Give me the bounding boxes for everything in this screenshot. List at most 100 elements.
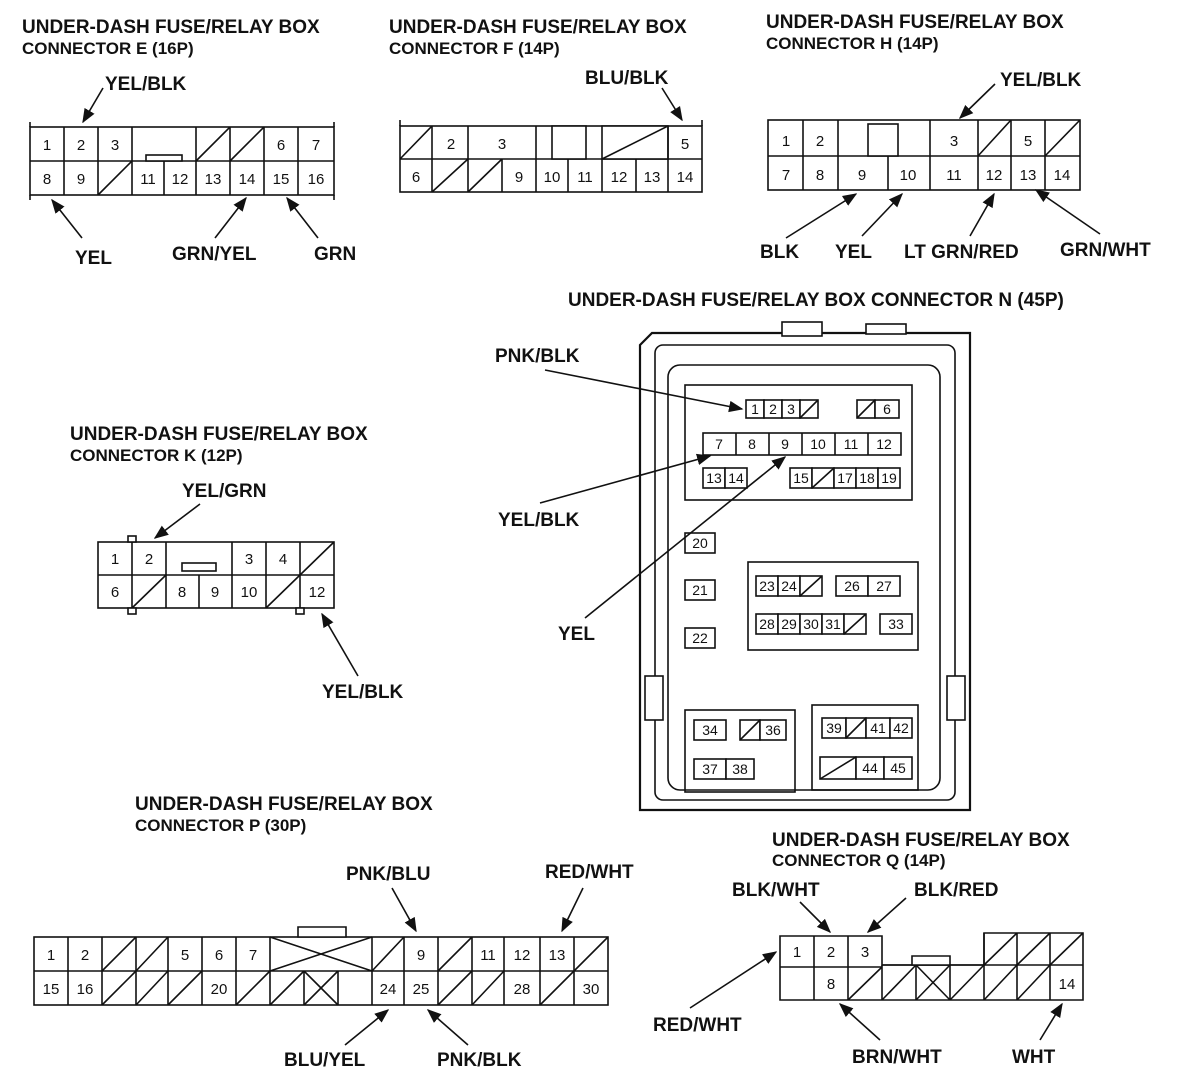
connector-n-title: UNDER-DASH FUSE/RELAY BOX CONNECTOR N (4…: [568, 290, 1064, 311]
connector-n: UNDER-DASH FUSE/RELAY BOX CONNECTOR N (4…: [495, 290, 1064, 812]
wire-n-yel: YEL: [558, 624, 595, 645]
pin-n-26: 26: [844, 578, 860, 594]
pin-k-12: 12: [309, 584, 326, 601]
pin-p-1: 1: [47, 947, 55, 964]
connector-p-title-line1: UNDER-DASH FUSE/RELAY BOX: [135, 794, 433, 815]
pin-e-1: 1: [43, 137, 51, 154]
pin-n-6: 6: [883, 401, 891, 417]
pin-n-15: 15: [793, 470, 809, 486]
pin-p-15: 15: [43, 981, 60, 998]
pin-n-21: 21: [692, 582, 708, 598]
pin-e-11: 11: [140, 171, 156, 188]
pin-k-9: 9: [211, 584, 219, 601]
pin-h-11: 11: [946, 167, 962, 184]
pin-f-10: 10: [544, 169, 561, 186]
pin-f-12: 12: [611, 169, 628, 186]
pin-k-6: 6: [111, 584, 119, 601]
wire-q-blk-wht: BLK/WHT: [732, 880, 820, 901]
wire-p-pnk-blu: PNK/BLU: [346, 864, 430, 885]
connector-k-title-line1: UNDER-DASH FUSE/RELAY BOX: [70, 424, 368, 445]
pin-f-5: 5: [681, 136, 689, 153]
pin-h-1: 1: [782, 133, 790, 150]
pin-n-17: 17: [837, 470, 853, 486]
wire-n-yel-blk: YEL/BLK: [498, 510, 580, 531]
pin-n-30: 30: [803, 616, 819, 632]
pin-e-9: 9: [77, 171, 85, 188]
pin-n-18: 18: [859, 470, 875, 486]
pin-f-9: 9: [515, 169, 523, 186]
connector-p-body: 1 2 5 6 7 9 11 12 13 15 16 20 24 25 28 3…: [33, 926, 609, 1006]
pin-n-28: 28: [759, 616, 775, 632]
pin-h-8: 8: [816, 167, 824, 184]
pin-n-3: 3: [787, 401, 795, 417]
connector-q-title-line2: CONNECTOR Q (14P): [772, 851, 946, 870]
connector-p-title-line2: CONNECTOR P (30P): [135, 816, 306, 835]
wire-k-yel-blk: YEL/BLK: [322, 682, 404, 703]
wire-f-blu-blk: BLU/BLK: [585, 68, 669, 89]
pin-n-1: 1: [751, 401, 759, 417]
pin-e-13: 13: [205, 171, 222, 188]
connector-n-pins: 1 2 3 6 7 8 9 10 11 12 13 14: [684, 399, 913, 780]
wire-e-grn: GRN: [314, 244, 356, 265]
connector-e-title-line2: CONNECTOR E (16P): [22, 39, 194, 58]
wire-p-red-wht: RED/WHT: [545, 862, 634, 883]
pin-n-41: 41: [870, 720, 886, 736]
pin-n-8: 8: [748, 436, 756, 452]
pin-f-2: 2: [447, 136, 455, 153]
pin-q-1: 1: [793, 944, 801, 961]
pin-h-7: 7: [782, 167, 790, 184]
wire-e-yel-blk: YEL/BLK: [105, 74, 187, 95]
pin-e-6: 6: [277, 137, 285, 154]
pin-n-9: 9: [781, 436, 789, 452]
wire-q-red-wht: RED/WHT: [653, 1015, 742, 1036]
pin-f-13: 13: [644, 169, 661, 186]
pin-n-20: 20: [692, 535, 708, 551]
pin-e-14: 14: [239, 171, 256, 188]
connector-q: UNDER-DASH FUSE/RELAY BOX CONNECTOR Q (1…: [653, 830, 1084, 1068]
wire-q-brn-wht: BRN/WHT: [852, 1047, 942, 1068]
pin-e-8: 8: [43, 171, 51, 188]
pin-k-1: 1: [111, 551, 119, 568]
pin-f-11: 11: [577, 169, 593, 186]
connector-k-body: 1 2 3 4 6 8 9 10 12: [97, 535, 335, 615]
pin-e-7: 7: [312, 137, 320, 154]
pin-e-2: 2: [77, 137, 85, 154]
connector-p: UNDER-DASH FUSE/RELAY BOX CONNECTOR P (3…: [33, 794, 634, 1071]
pin-p-9: 9: [417, 947, 425, 964]
pin-q-14: 14: [1059, 976, 1076, 993]
wire-q-wht: WHT: [1012, 1047, 1056, 1068]
pin-n-23: 23: [759, 578, 775, 594]
connector-h-title-line1: UNDER-DASH FUSE/RELAY BOX: [766, 12, 1064, 33]
connector-h-body: 1 2 3 5 7 8 9 10 11 12 13 14: [767, 119, 1081, 191]
pin-q-3: 3: [861, 944, 869, 961]
connector-e-title-line1: UNDER-DASH FUSE/RELAY BOX: [22, 17, 320, 38]
pin-p-6: 6: [215, 947, 223, 964]
connector-h: UNDER-DASH FUSE/RELAY BOX CONNECTOR H (1…: [760, 12, 1151, 263]
pin-p-24: 24: [380, 981, 397, 998]
connector-k: UNDER-DASH FUSE/RELAY BOX CONNECTOR K (1…: [70, 424, 404, 703]
pin-n-27: 27: [876, 578, 892, 594]
pin-p-11: 11: [480, 947, 496, 964]
pin-n-38: 38: [732, 761, 748, 777]
pin-q-2: 2: [827, 944, 835, 961]
pin-n-14: 14: [728, 470, 744, 486]
pin-n-34: 34: [702, 722, 718, 738]
pin-h-9: 9: [858, 167, 866, 184]
pin-p-5: 5: [181, 947, 189, 964]
wire-p-blu-yel: BLU/YEL: [284, 1050, 366, 1071]
pin-k-4: 4: [279, 551, 287, 568]
pin-n-12: 12: [876, 436, 892, 452]
pin-h-2: 2: [816, 133, 824, 150]
pin-n-39: 39: [826, 720, 842, 736]
pin-n-11: 11: [844, 436, 859, 452]
pin-p-30: 30: [583, 981, 600, 998]
connector-f-title-line2: CONNECTOR F (14P): [389, 39, 560, 58]
wire-k-yel-grn: YEL/GRN: [182, 481, 266, 502]
pin-n-45: 45: [890, 760, 906, 776]
wire-e-yel: YEL: [75, 248, 112, 269]
connector-n-housing: [638, 321, 972, 812]
pin-n-13: 13: [706, 470, 722, 486]
pin-h-14: 14: [1054, 167, 1071, 184]
pin-e-3: 3: [111, 137, 119, 154]
pin-k-8: 8: [178, 584, 186, 601]
